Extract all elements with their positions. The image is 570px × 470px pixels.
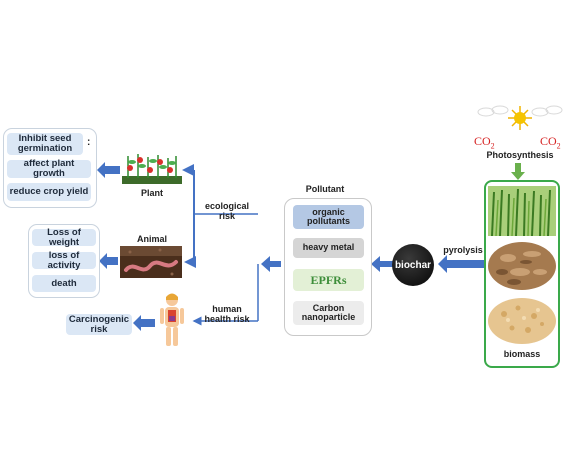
arrow-biomass-to-biochar — [438, 255, 485, 273]
more-effects-ellipsis: : — [87, 137, 91, 148]
arrow-pollutant-to-risk — [261, 256, 281, 272]
effect-carcinogenic-risk: Carcinogenic risk — [66, 314, 132, 335]
effect-inhibit-germination: Inhibit seed germination — [7, 133, 83, 155]
arrow-biochar-to-pollutant — [371, 256, 393, 272]
pollutant-heavy-metal: heavy metal — [293, 238, 364, 258]
plant-image — [122, 154, 182, 184]
crop-field-image — [488, 186, 556, 236]
human-body-image — [160, 293, 184, 346]
human-health-risk-label: human health risk — [204, 304, 250, 324]
plant-effects-box: Inhibit seed germination : affect plant … — [3, 128, 97, 208]
biomass-label: biomass — [503, 349, 541, 359]
pollutant-title: Pollutant — [305, 184, 345, 194]
biochar-circle: biochar — [392, 244, 434, 286]
effect-loss-activity: loss of activity — [32, 250, 96, 270]
photosynthesis-label: Photosynthesis — [486, 150, 554, 160]
effect-death: death — [32, 275, 96, 292]
co2-left: CO2 — [474, 134, 495, 151]
biochar-label: biochar — [394, 259, 432, 271]
pyrolysis-label: pyrolysis — [443, 245, 483, 255]
arrow-animal-effects — [99, 253, 118, 269]
pollutant-organic: organic pollutants — [293, 205, 364, 229]
sun-and-clouds-icon — [477, 105, 563, 130]
arrow-photosynthesis — [511, 163, 525, 180]
arrow-human-effects — [133, 315, 155, 331]
animal-effects-box: Loss of weight loss of activity death — [28, 224, 100, 298]
biomass-box: biomass — [484, 180, 560, 368]
animal-label: Animal — [136, 234, 167, 244]
effect-crop-yield: reduce crop yield — [7, 183, 91, 201]
ecological-risk-label: ecological risk — [204, 201, 249, 221]
sawdust-image — [488, 298, 556, 344]
wood-chips-image — [488, 242, 556, 290]
pollutant-box: organic pollutants heavy metal EPFRs Car… — [284, 198, 372, 336]
earthworm-image — [120, 246, 182, 278]
plant-label: Plant — [140, 188, 163, 198]
effect-loss-weight: Loss of weight — [32, 227, 96, 247]
co2-right: CO2 — [540, 134, 561, 151]
arrow-plant-effects — [97, 162, 120, 178]
pollutant-epfrs: EPFRs — [293, 269, 364, 291]
pollutant-carbon-nanoparticle: Carbon nanoparticle — [293, 301, 364, 325]
effect-plant-growth: affect plant growth — [7, 159, 91, 178]
